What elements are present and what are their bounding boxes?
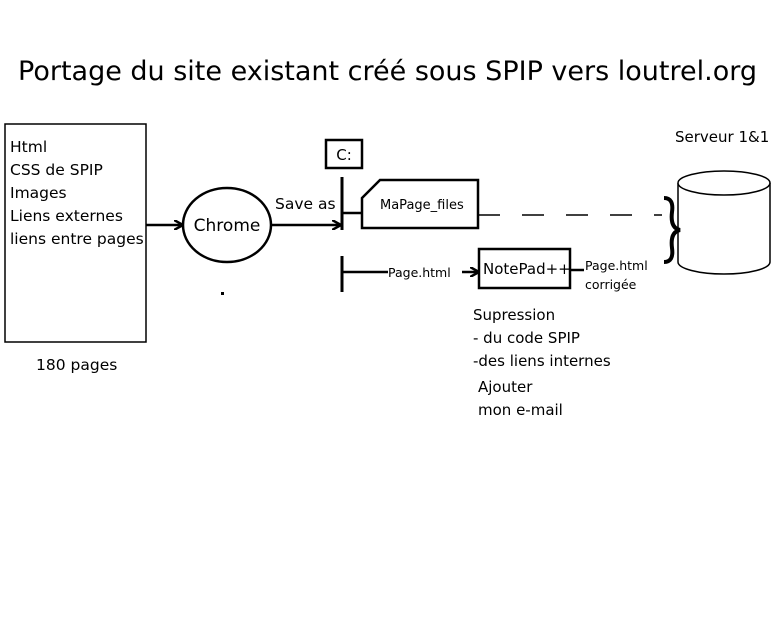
source-item: Images — [10, 184, 67, 202]
drive-label: C: — [336, 146, 352, 164]
page-file-label: Page.html — [388, 265, 451, 280]
source-item: Liens externes — [10, 207, 123, 225]
source-item: Html — [10, 138, 47, 156]
note-line: - du code SPIP — [473, 329, 580, 347]
output-file-label-2: corrigée — [585, 277, 637, 292]
note-line: -des liens internes — [473, 352, 611, 370]
source-site-box: Html CSS de SPIP Images Liens externes l… — [4, 123, 147, 343]
chrome-label: Chrome — [194, 216, 261, 236]
server-cylinder-icon — [677, 170, 771, 275]
notepad-box: NotePad++ — [477, 247, 572, 290]
server-label: Serveur 1&1 — [675, 128, 769, 146]
save-as-label: Save as — [275, 195, 336, 213]
page-count-caption: 180 pages — [36, 356, 117, 374]
folder-label: MaPage_files — [380, 198, 464, 213]
note-line: mon e-mail — [478, 401, 563, 419]
note-line: Ajouter — [478, 378, 533, 396]
stray-dot — [221, 292, 224, 295]
drive-c-box: C: — [324, 138, 364, 170]
brace-icon — [663, 196, 681, 264]
mapage-files-folder: MaPage_files — [360, 178, 480, 230]
notepad-label: NotePad++ — [483, 260, 571, 278]
diagram-title: Portage du site existant créé sous SPIP … — [18, 56, 757, 87]
source-item: CSS de SPIP — [10, 161, 103, 179]
output-file-label: Page.html — [585, 258, 648, 273]
note-line: Supression — [473, 306, 555, 324]
source-item: liens entre pages — [10, 230, 144, 248]
chrome-node: Chrome — [181, 186, 273, 264]
